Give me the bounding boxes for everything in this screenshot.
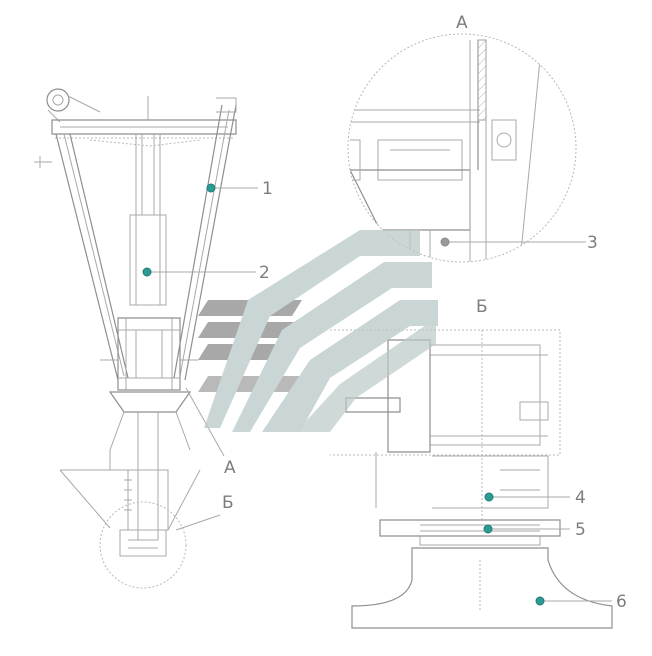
callout-4[interactable]: 4 bbox=[484, 488, 586, 508]
callout-1[interactable]: 1 bbox=[206, 179, 273, 199]
callout-1-label: 1 bbox=[262, 179, 273, 199]
watermark-logo bbox=[198, 230, 438, 432]
callout-5-label: 5 bbox=[575, 520, 586, 540]
hotspot-5[interactable] bbox=[483, 524, 493, 534]
hotspot-4[interactable] bbox=[484, 492, 494, 502]
callout-6[interactable]: 6 bbox=[535, 592, 627, 612]
main-assembly-drawing: A Б bbox=[34, 88, 237, 589]
section-a-label: A bbox=[224, 458, 236, 478]
callout-3[interactable]: 3 bbox=[440, 233, 598, 253]
hotspot-2[interactable] bbox=[142, 267, 152, 277]
callout-4-label: 4 bbox=[575, 488, 586, 508]
detail-b-title: Б bbox=[476, 297, 488, 317]
callout-6-label: 6 bbox=[616, 592, 627, 612]
detail-a-title: A bbox=[456, 13, 468, 33]
hotspot-3[interactable] bbox=[440, 237, 450, 247]
callout-3-label: 3 bbox=[587, 233, 598, 253]
detail-a-view: A bbox=[347, 13, 577, 263]
callout-2[interactable]: 2 bbox=[142, 263, 270, 283]
hotspot-1[interactable] bbox=[206, 183, 216, 193]
callout-5[interactable]: 5 bbox=[483, 520, 586, 540]
hotspot-6[interactable] bbox=[535, 596, 545, 606]
section-b-label: Б bbox=[222, 493, 234, 513]
callout-2-label: 2 bbox=[259, 263, 270, 283]
